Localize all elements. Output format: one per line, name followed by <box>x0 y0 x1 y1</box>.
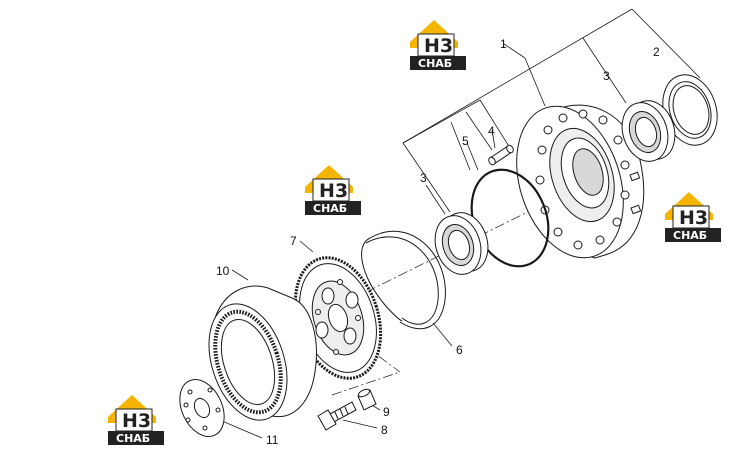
part-3-bearing-outer <box>621 100 676 162</box>
callout-3-right: 3 <box>603 69 610 83</box>
watermark-word: СНАБ <box>418 57 452 70</box>
watermark-logo: H3 СНАБ <box>304 164 362 216</box>
callout-5: 5 <box>462 134 469 148</box>
watermark-letters: H3 <box>679 207 708 229</box>
part-3-bearing-inner <box>434 212 489 275</box>
part-4-stud <box>488 144 514 166</box>
watermark-word: СНАБ <box>313 202 347 215</box>
watermark-letters: H3 <box>424 35 453 57</box>
part-8-bolt <box>317 401 357 431</box>
part-6-snap-ring <box>361 230 446 330</box>
part-1-wheel-hub <box>516 104 645 259</box>
callout-11: 11 <box>266 433 279 447</box>
callout-2: 2 <box>653 45 660 59</box>
callout-1: 1 <box>500 37 507 51</box>
callout-9: 9 <box>383 405 390 419</box>
callout-8: 8 <box>381 423 388 437</box>
part-2-seal-ring <box>662 74 718 146</box>
part-11-thrust-plate <box>179 379 225 437</box>
callout-3-left: 3 <box>420 171 427 185</box>
watermark-word: СНАБ <box>116 432 150 445</box>
watermark-word: СНАБ <box>673 229 707 242</box>
callout-7: 7 <box>290 234 297 248</box>
reference-lines <box>214 8 701 439</box>
watermark-letters: H3 <box>319 180 348 202</box>
watermark-letters: H3 <box>122 410 151 432</box>
callout-10: 10 <box>216 264 230 278</box>
callout-4: 4 <box>488 124 495 138</box>
part-10-ring-gear <box>208 285 317 421</box>
watermark-logo: H3 СНАБ <box>107 394 165 446</box>
watermark-logo: H3 СНАБ <box>664 191 722 243</box>
watermark-logo: H3 СНАБ <box>409 19 467 71</box>
part-9-pin <box>357 388 377 411</box>
callout-labels: 1 2 3 3 4 5 6 7 8 9 10 11 <box>216 37 660 447</box>
callout-6: 6 <box>456 343 463 357</box>
